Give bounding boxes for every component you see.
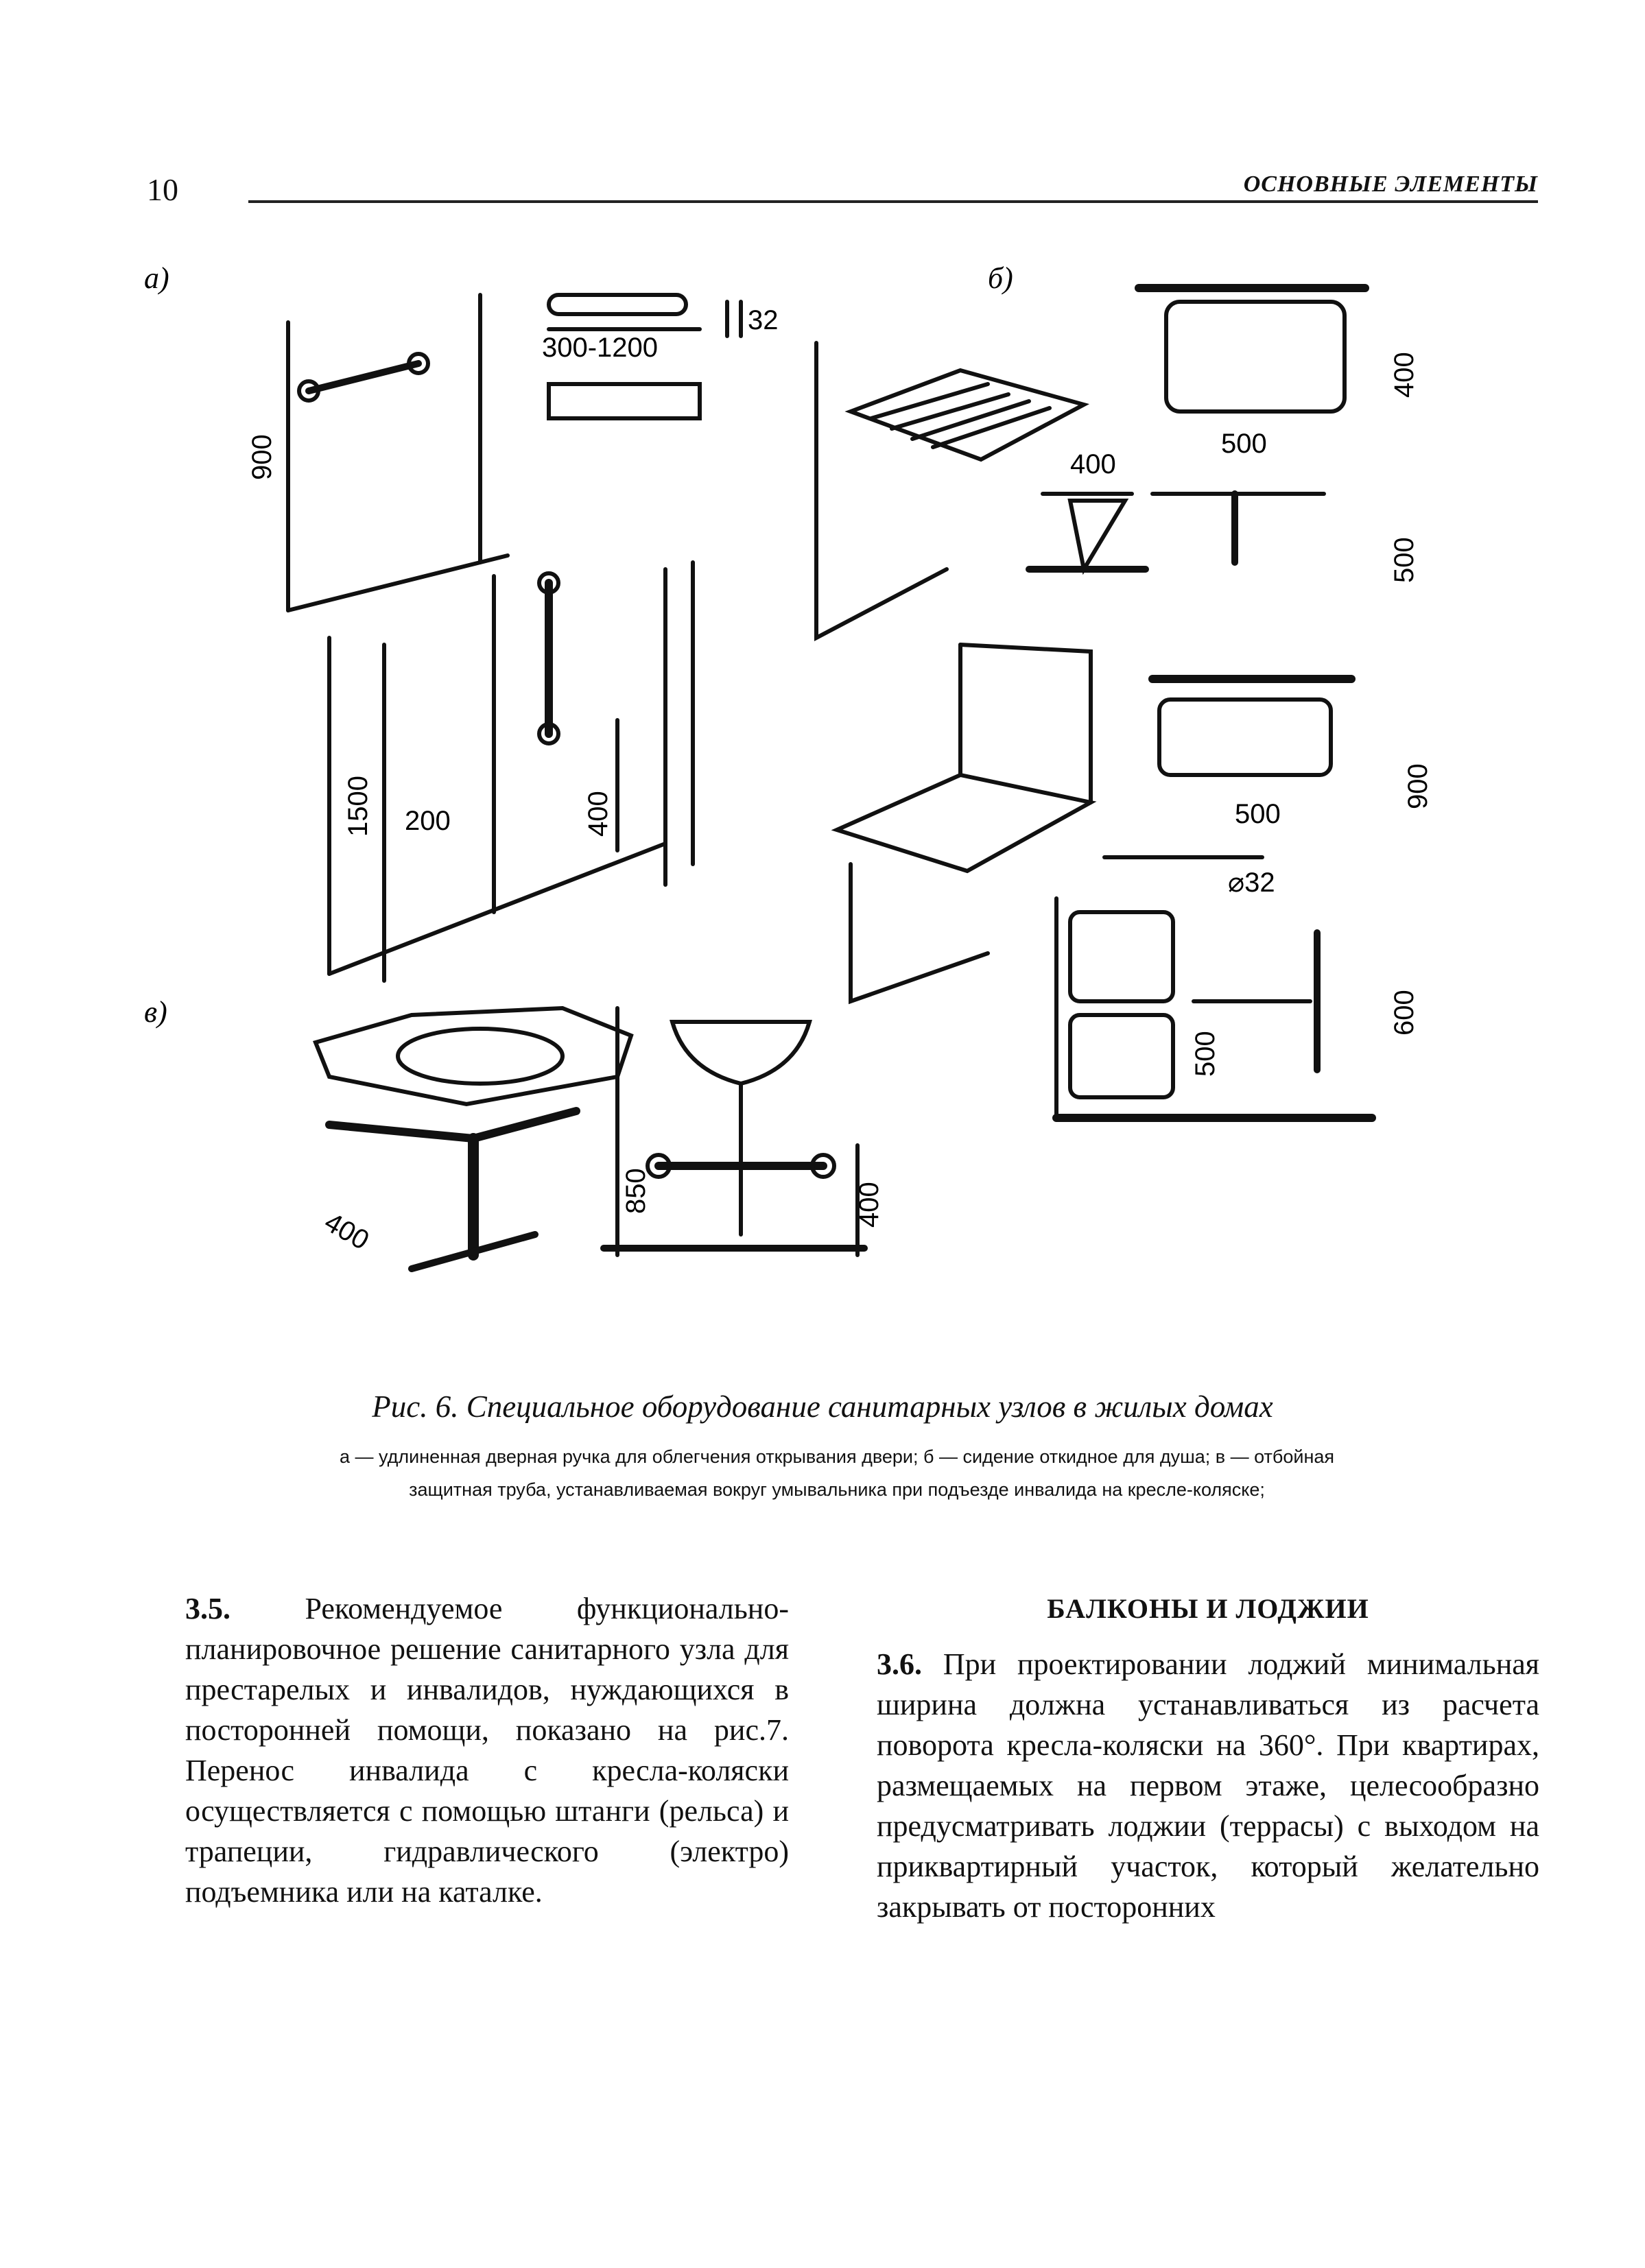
page-number: 10 <box>147 172 178 207</box>
dim-v-850: 850 <box>621 1168 651 1214</box>
dim-a-grab-diameter: 32 <box>748 305 779 335</box>
shower-wall <box>814 341 949 641</box>
left-column: 3.5. Рекомендуемое функционально-планиро… <box>185 1588 789 1912</box>
grab-bar-plan <box>547 293 688 316</box>
figure-drawing: а) б) в) 300-1200 32 900 1500 200 400 40… <box>144 261 1433 1272</box>
figure-6: а) б) в) 300-1200 32 900 1500 200 400 40… <box>123 254 1543 1365</box>
dim-b-400-depth: 400 <box>1070 449 1116 479</box>
dim-v-400: 400 <box>320 1207 375 1256</box>
protective-bar <box>325 1107 580 1143</box>
washbasin-section <box>670 1020 812 1086</box>
short-grab-bar <box>305 360 422 394</box>
figure-caption-body: а — удлиненная дверная ручка для облегче… <box>339 1446 1335 1500</box>
dim-a-400: 400 <box>583 791 613 837</box>
seat-plan <box>1164 300 1347 414</box>
seat-plan-middle <box>1157 697 1333 777</box>
washbasin-top <box>312 1005 634 1107</box>
header-rule <box>248 200 1538 203</box>
dim-a-grab-length: 300-1200 <box>542 333 658 363</box>
running-title: ОСНОВНЫЕ ЭЛЕМЕНТЫ <box>1243 171 1538 197</box>
dim-b-500-mid: 500 <box>1235 799 1281 829</box>
panel-label-b: б) <box>988 261 1013 295</box>
dim-b-500-height: 500 <box>1389 537 1419 583</box>
figure-caption-title: Рис. 6. Специальное оборудование санитар… <box>372 1389 1273 1424</box>
dim-b-400-height: 400 <box>1389 352 1419 398</box>
paragraph-3-6-text: При проектировании лоджий минимальная ши… <box>877 1647 1540 1924</box>
dim-a-1500: 1500 <box>343 776 373 837</box>
fold-seat-middle <box>831 772 1097 874</box>
dim-b-500-low: 500 <box>1190 1031 1220 1077</box>
dim-a-900: 900 <box>247 434 277 480</box>
panel-label-a: а) <box>144 261 169 295</box>
right-column: БАЛКОНЫ И ЛОДЖИИ 3.6. При проектировании… <box>877 1588 1539 1927</box>
dim-b-diameter-32: ⌀32 <box>1228 868 1275 898</box>
paragraph-number-3-5: 3.5. <box>185 1592 230 1625</box>
dim-a-200: 200 <box>405 806 451 836</box>
dim-b-600: 600 <box>1389 990 1419 1036</box>
paragraph-number-3-6: 3.6. <box>877 1647 922 1681</box>
grab-bar-front <box>547 382 702 420</box>
paragraph-3-5-text: Рекомендуемое функционально-планировочно… <box>185 1592 789 1909</box>
section-heading: БАЛКОНЫ И ЛОДЖИИ <box>1047 1593 1369 1624</box>
dim-b-900: 900 <box>1403 763 1433 809</box>
dim-v-400-height: 400 <box>854 1182 884 1228</box>
panel-label-v: в) <box>144 995 167 1029</box>
dim-b-500-top: 500 <box>1221 429 1267 459</box>
